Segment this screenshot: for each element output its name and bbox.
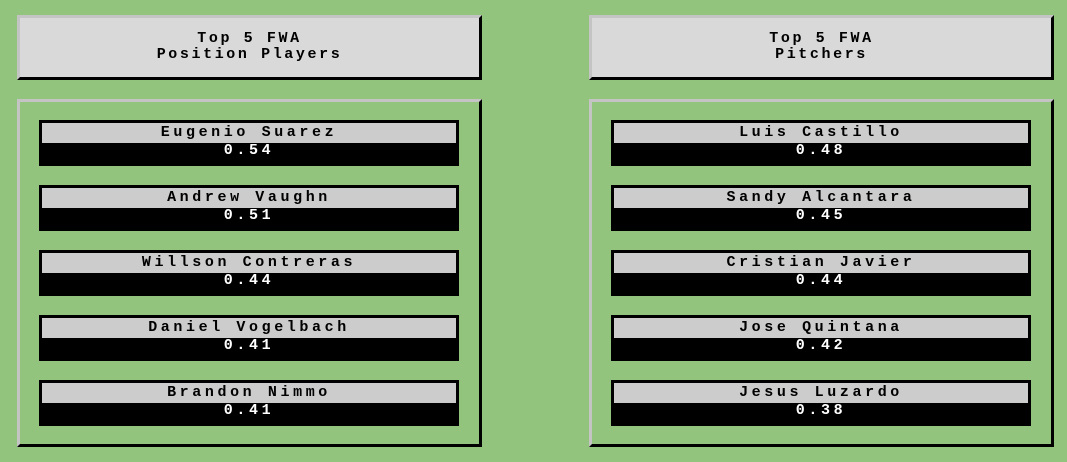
fwa-value: 0.42 — [795, 337, 847, 354]
fwa-value: 0.48 — [795, 142, 847, 159]
player-name: Daniel Vogelbach — [42, 318, 456, 338]
fwa-value: 0.44 — [795, 272, 847, 289]
fwa-value: 0.41 — [223, 337, 275, 354]
header-line-2: Pitchers — [775, 46, 868, 63]
fwa-value: 0.51 — [223, 207, 275, 224]
player-name: Jose Quintana — [614, 318, 1028, 338]
header-line-1: Top 5 FWA — [769, 30, 874, 47]
header-line-1: Top 5 FWA — [197, 30, 302, 47]
player-name: Andrew Vaughn — [42, 188, 456, 208]
player-name: Willson Contreras — [42, 253, 456, 273]
player-name: Sandy Alcantara — [614, 188, 1028, 208]
fwa-value: 0.54 — [223, 142, 275, 159]
player-name: Brandon Nimmo — [42, 383, 456, 403]
player-name: Cristian Javier — [614, 253, 1028, 273]
pitchers-header: Top 5 FWA Pitchers — [589, 15, 1054, 80]
position-players-header: Top 5 FWA Position Players — [17, 15, 482, 80]
fwa-value: 0.45 — [795, 207, 847, 224]
fwa-value: 0.44 — [223, 272, 275, 289]
player-name: Jesus Luzardo — [614, 383, 1028, 403]
player-name: Eugenio Suarez — [42, 123, 456, 143]
fwa-value: 0.41 — [223, 402, 275, 419]
header-line-2: Position Players — [156, 46, 343, 63]
player-name: Luis Castillo — [614, 123, 1028, 143]
fwa-value: 0.38 — [795, 402, 847, 419]
position-players-column: Top 5 FWA Position Players Eugenio Suare… — [17, 15, 482, 447]
